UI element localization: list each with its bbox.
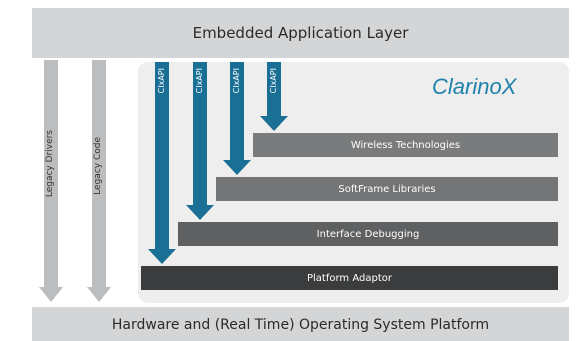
api-arrow-2 [186,62,214,220]
application-layer: Embedded Application Layer [32,8,569,58]
api-arrow-3 [223,62,251,175]
api-arrow-1 [148,62,176,264]
hardware-os-layer-label: Hardware and (Real Time) Operating Syste… [111,316,490,333]
api-arrow-3-label: CIxAPI [232,68,241,94]
api-arrow-1-label: CIxAPI [157,68,166,94]
wireless-technologies-layer: Wireless Technologies [253,133,558,157]
softframe-libraries-label: SoftFrame Libraries [338,183,436,195]
platform-adaptor-layer: Platform Adaptor [141,266,558,290]
api-arrow-4 [260,62,288,131]
clarinox-logo: ClarinoX [432,74,518,99]
legacy-drivers-label: Legacy Drivers [45,130,55,198]
hardware-os-layer: Hardware and (Real Time) Operating Syste… [32,307,569,341]
legacy-drivers-arrow [39,60,63,302]
legacy-code-label: Legacy Code [93,137,103,195]
legacy-code-arrow [87,60,111,302]
api-arrow-4-label: CIxAPI [269,68,278,94]
wireless-technologies-label: Wireless Technologies [350,139,461,151]
interface-debugging-layer: Interface Debugging [178,222,558,246]
clarinox-logo-text: ClarinoX [432,74,518,99]
api-arrow-2-label: CIxAPI [195,68,204,94]
platform-adaptor-label: Platform Adaptor [307,272,392,284]
interface-debugging-label: Interface Debugging [316,228,420,240]
application-layer-label: Embedded Application Layer [192,24,409,42]
softframe-libraries-layer: SoftFrame Libraries [216,177,558,201]
